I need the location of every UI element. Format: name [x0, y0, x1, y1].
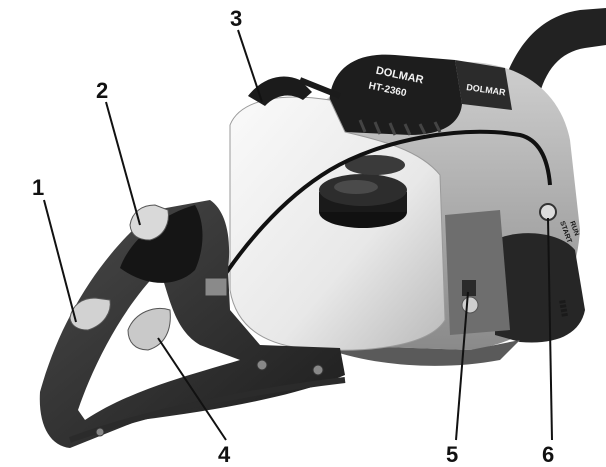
recoil-starter-cover: DOLMAR HT-2360 [329, 54, 462, 136]
leader-line-3 [237, 29, 263, 103]
front-bar-handle [500, 8, 606, 100]
choke-lever [462, 280, 476, 296]
starter-handle [248, 76, 342, 106]
leader-line-1 [43, 199, 77, 323]
leader-line-6 [547, 217, 553, 441]
primer-bulb [461, 296, 479, 314]
side-plate: DOLMAR [455, 60, 512, 110]
leader-line-4 [157, 337, 227, 441]
air-filter-housing [495, 233, 585, 343]
callout-2: 2 [96, 78, 108, 103]
throttle-lockout [129, 204, 169, 241]
callout-6: 6 [542, 442, 554, 467]
switch-label-run: RUN [568, 220, 580, 237]
callout-1: 1 [32, 175, 44, 200]
cable-clamp [204, 277, 228, 297]
carburetor [445, 210, 510, 335]
handle-screw [95, 427, 105, 437]
handle-screw [312, 364, 324, 376]
handle-screw [256, 359, 268, 371]
callout-4: 4 [218, 442, 231, 467]
throttle-cable [213, 129, 552, 292]
air-filter-mark: ▮▮▮▮ [558, 299, 570, 318]
primer-cap [345, 155, 405, 175]
leader-line-2 [105, 101, 141, 226]
callout-5: 5 [446, 442, 458, 467]
leader-line-5 [455, 291, 469, 441]
lock-button [69, 297, 111, 331]
callout-3: 3 [230, 6, 242, 31]
fuel-tank-cap [319, 174, 407, 228]
